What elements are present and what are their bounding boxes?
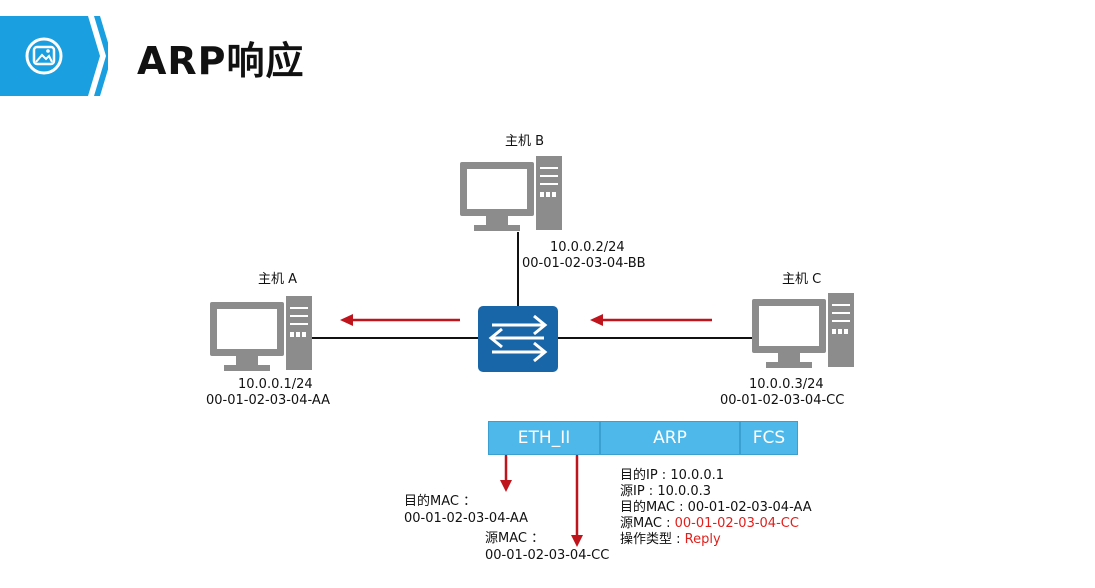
src-mac-pointer-arrow [571,455,583,547]
arp-operation-label: 操作类型 : [620,532,685,547]
host-c-computer-icon [751,292,855,369]
host-c-name: 主机 C [782,272,822,287]
eth-dst-mac-label: 目的MAC ： [404,494,477,509]
host-b-name: 主机 B [505,134,545,149]
frame-segment-fcs: FCS [740,421,798,455]
switch-icon [478,306,558,372]
arp-src-mac-label: 源MAC : [620,516,675,531]
arp-src-mac: 源MAC : 00-01-02-03-04-CC [620,516,799,532]
arp-frame: ETH_II ARP FCS [488,421,798,455]
arp-dst-ip: 目的IP : 10.0.0.1 [620,468,725,483]
host-b-computer-icon [459,155,563,232]
host-c-mac: 00-01-02-03-04-CC [720,393,845,408]
eth-dst-mac-value: 00-01-02-03-04-AA [404,511,529,526]
host-c-ip: 10.0.0.3/24 [749,377,824,392]
arp-src-mac-value: 00-01-02-03-04-CC [674,516,799,531]
host-a-computer-icon [209,295,313,372]
host-b-ip: 10.0.0.2/24 [550,240,625,255]
arp-dst-mac: 目的MAC : 00-01-02-03-04-AA [620,500,812,515]
page-title: ARP响应 [137,39,305,83]
flow-arrow-from-c [590,314,712,326]
image-icon [25,37,63,75]
eth-src-mac-value: 00-01-02-03-04-CC [485,548,610,563]
arp-src-ip: 源IP : 10.0.0.3 [620,484,712,499]
dst-mac-pointer-arrow [500,455,512,492]
flow-arrow-to-a [340,314,460,326]
frame-segment-arp: ARP [600,421,740,455]
frame-segment-eth: ETH_II [488,421,600,455]
arp-operation: 操作类型 : Reply [620,532,721,548]
eth-src-mac-label: 源MAC ： [485,531,545,546]
host-a-ip: 10.0.0.1/24 [238,377,313,392]
host-b-mac: 00-01-02-03-04-BB [522,256,646,271]
host-a-name: 主机 A [258,272,298,287]
host-a-mac: 00-01-02-03-04-AA [206,393,331,408]
arp-operation-value: Reply [684,532,721,547]
